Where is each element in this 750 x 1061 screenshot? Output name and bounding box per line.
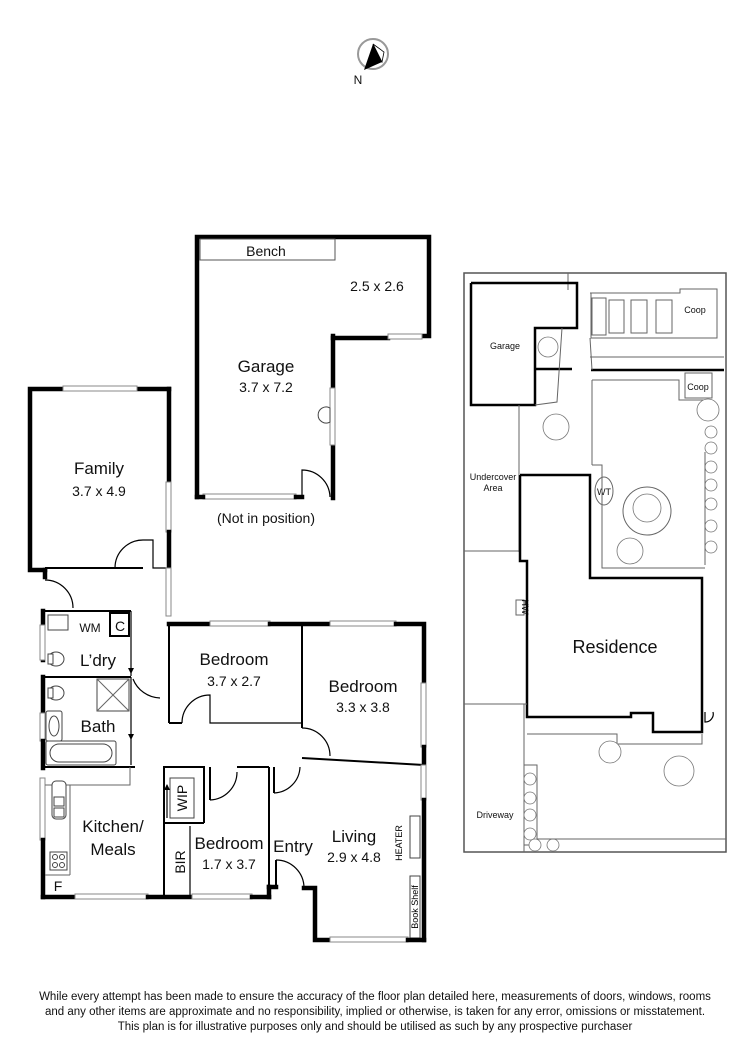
bedroom-small-label: Bedroom [195, 834, 264, 853]
water-tank-label: WT [597, 487, 611, 497]
bedroom-1-label: Bedroom [200, 650, 269, 669]
living-label: Living [332, 827, 376, 846]
site-garage-label: Garage [490, 341, 520, 351]
kitchen-label: Kitchen/ [82, 817, 144, 836]
meals-label: Meals [90, 840, 135, 859]
entry-living: HEATER Book Shelf Entry Living 2.9 x 4.8 [266, 764, 427, 943]
bench [199, 238, 336, 261]
kitchen-meals: F Kitchen/ Meals [39, 767, 195, 900]
living-dims: 2.9 x 4.8 [327, 849, 381, 865]
cooktop-icon [49, 851, 68, 871]
garage-annex-dims: 2.5 x 2.6 [350, 278, 404, 294]
washing-machine-label: WM [79, 621, 100, 635]
bir-label: BIR [172, 850, 188, 873]
heater-label: HEATER [394, 825, 404, 861]
bench-label: Bench [246, 243, 286, 259]
undercover-label: Undercover [470, 472, 517, 482]
bedroom-1-dims: 3.7 x 2.7 [207, 673, 261, 689]
bedroom-2-dims: 3.3 x 3.8 [336, 699, 390, 715]
north-arrow-icon: N [354, 38, 389, 87]
fridge-label: F [54, 878, 63, 894]
site-door [704, 711, 714, 723]
garage-room: Bench 2.5 x 2.6 Garage 3.7 x 7.2 (Not in… [194, 234, 432, 526]
driveway-label: Driveway [476, 810, 514, 820]
bedroom-2: Bedroom 3.3 x 3.8 [301, 620, 427, 768]
wip-label: WIP [174, 785, 190, 811]
family-room: Family 3.7 x 4.9 [27, 385, 172, 617]
disclaimer: While every attempt has been made to ens… [0, 990, 750, 1035]
family-label: Family [74, 459, 125, 478]
bath-label: Bath [81, 717, 116, 736]
entry-label: Entry [273, 837, 313, 856]
bedroom-small-dims: 1.7 x 3.7 [202, 856, 256, 872]
coop-mid-label: Coop [687, 382, 709, 392]
disclaimer-line-3: This plan is for illustrative purposes o… [117, 1021, 633, 1033]
hot-water-label: HW [520, 600, 530, 615]
residence-label: Residence [572, 637, 657, 657]
family-dims: 3.7 x 4.9 [72, 483, 126, 499]
disclaimer-line-1: While every attempt has been made to ens… [39, 991, 711, 1003]
undercover-area-label: Area [483, 483, 502, 493]
coop-top-label: Coop [684, 305, 706, 315]
site-plan: Garage Coop Coop Undercover Area WT [463, 272, 727, 853]
bedroom-small: WIP BIR Bedroom 1.7 x 3.7 [163, 766, 272, 900]
laundry-bath: WM C L’dry Bath [39, 608, 161, 771]
north-label: N [354, 73, 363, 87]
laundry-label: L’dry [80, 651, 116, 670]
cupboard-label: C [115, 618, 125, 634]
garage-label: Garage [238, 357, 295, 376]
garage-note: (Not in position) [217, 510, 315, 526]
bookshelf-label: Book Shelf [410, 885, 420, 929]
garage-toilet-icon [317, 406, 331, 424]
bedroom-1: Bedroom 3.7 x 2.7 [166, 620, 333, 728]
garage-dims: 3.7 x 7.2 [239, 379, 293, 395]
disclaimer-line-2: and any other items are approximate and … [44, 1006, 706, 1018]
bedroom-2-label: Bedroom [329, 677, 398, 696]
